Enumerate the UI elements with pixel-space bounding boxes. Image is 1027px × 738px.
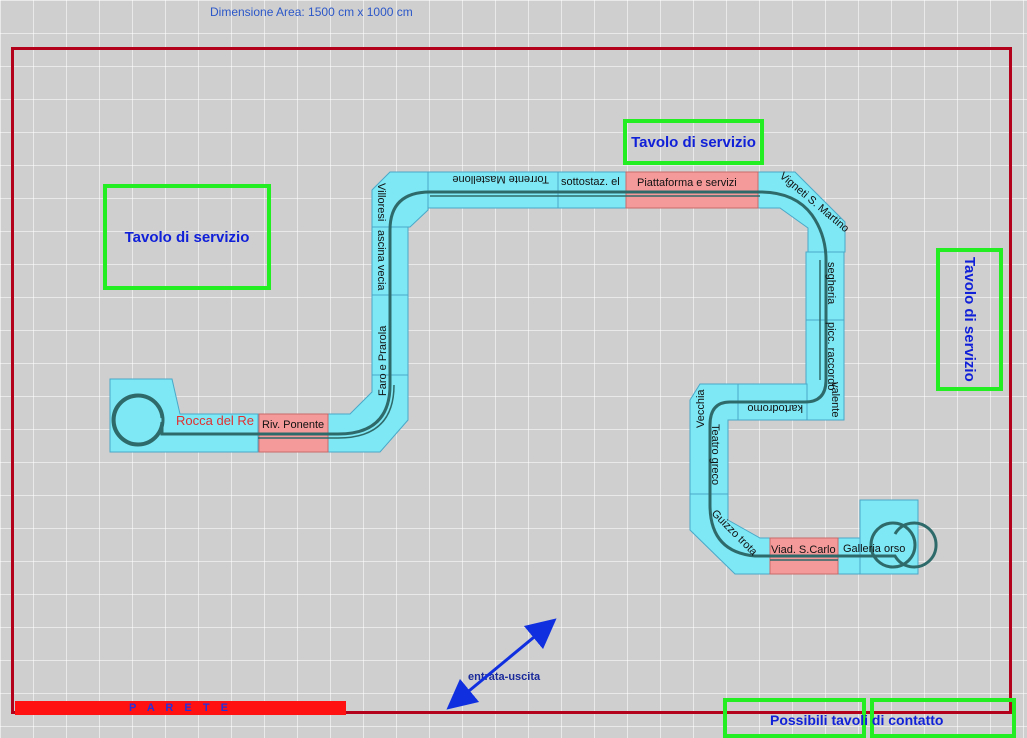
label-villoresi: Villoresi — [375, 183, 387, 221]
wall-label: P A R E T E — [129, 702, 232, 714]
label-faro: Faro e Prarola — [377, 325, 389, 396]
area-dimension-title: Dimensione Area: 1500 cm x 1000 cm — [210, 5, 413, 19]
contact-tables-label: Possibili tavoli di contatto — [770, 712, 944, 728]
label-rocca: Rocca del Re — [176, 413, 254, 428]
siding-1 — [258, 384, 395, 439]
label-sottostaz: sottostaz. el — [561, 176, 620, 188]
board-curve-1 — [327, 372, 409, 453]
service-table-top[interactable]: Tavolo di servizio — [623, 119, 764, 165]
label-valente: valente — [829, 382, 841, 417]
label-segheria: segheria — [825, 262, 837, 305]
label-vecchia: Vecchia — [695, 389, 707, 428]
station-piattaforma — [625, 171, 759, 209]
layout-area-border — [11, 47, 1012, 714]
label-galleria: Galleria orso — [843, 543, 905, 555]
entrance-arrow — [446, 618, 557, 710]
board-galleria — [859, 499, 919, 575]
board-torrente — [427, 171, 559, 209]
baseboards — [109, 171, 919, 575]
service-table-left-label: Tavolo di servizio — [124, 228, 250, 246]
label-cascina: ascina vecia — [375, 230, 387, 291]
station-boards — [258, 171, 839, 575]
label-torrente: Torrente Mastellone — [452, 173, 549, 185]
service-table-left[interactable]: Tavolo di servizio — [103, 184, 271, 290]
label-riv-ponente: Riv. Ponente — [262, 419, 324, 431]
label-piattaforma: Piattaforma e servizi — [637, 177, 737, 189]
service-table-top-label: Tavolo di servizio — [631, 133, 756, 151]
service-table-right-label: Tavolo di servizio — [961, 257, 978, 382]
loop-right — [869, 521, 917, 569]
label-teatro: Teatro greco — [709, 424, 721, 485]
board-sottostaz — [557, 171, 627, 209]
label-picc: picc. raccordo — [825, 322, 837, 390]
label-kartodromo: kartodromo — [747, 402, 803, 414]
loop-left — [111, 393, 165, 447]
wall-bar: P A R E T E — [15, 701, 346, 715]
service-table-right[interactable]: Tavolo di servizio — [936, 248, 1003, 391]
label-viad: Viad. S.Carlo — [771, 544, 836, 556]
